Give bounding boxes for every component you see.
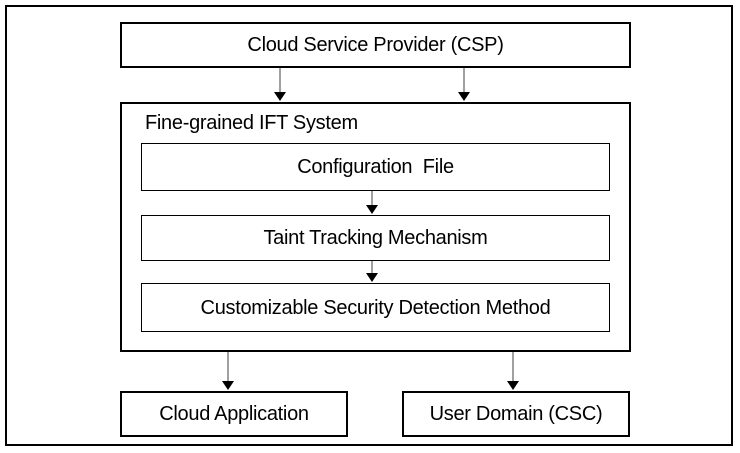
cloud-application-label: Cloud Application <box>159 403 309 425</box>
arrow-head <box>274 92 286 101</box>
arrow-head <box>366 273 378 282</box>
arrow-head <box>366 205 378 214</box>
arrow-head <box>507 381 519 390</box>
arrow-shaft <box>512 352 514 382</box>
arrow-shaft <box>463 68 465 93</box>
arrow-shaft <box>371 261 373 274</box>
arrow-shaft <box>227 352 229 382</box>
configuration-file-label: Configuration File <box>297 156 454 178</box>
arrow-down-icon <box>366 261 378 282</box>
taint-tracking-label: Taint Tracking Mechanism <box>263 227 488 249</box>
arrow-shaft <box>371 191 373 206</box>
arrow-down-icon <box>458 68 470 101</box>
user-domain-label: User Domain (CSC) <box>429 403 603 425</box>
security-detection-label: Customizable Security Detection Method <box>200 296 551 319</box>
arrow-head <box>222 381 234 390</box>
user-domain-box: User Domain (CSC) <box>402 391 630 437</box>
security-detection-box: Customizable Security Detection Method <box>141 283 610 332</box>
arrow-down-icon <box>507 352 519 390</box>
arrow-down-icon <box>366 191 378 214</box>
csp-box-label: Cloud Service Provider (CSP) <box>247 34 504 56</box>
taint-tracking-box: Taint Tracking Mechanism <box>141 215 610 261</box>
ift-system-label: Fine-grained IFT System <box>145 112 358 134</box>
arrow-down-icon <box>274 68 286 101</box>
configuration-file-box: Configuration File <box>141 143 610 191</box>
arrow-shaft <box>279 68 281 93</box>
arrow-down-icon <box>222 352 234 390</box>
arrow-head <box>458 92 470 101</box>
csp-box: Cloud Service Provider (CSP) <box>120 22 631 68</box>
cloud-application-box: Cloud Application <box>120 391 348 437</box>
